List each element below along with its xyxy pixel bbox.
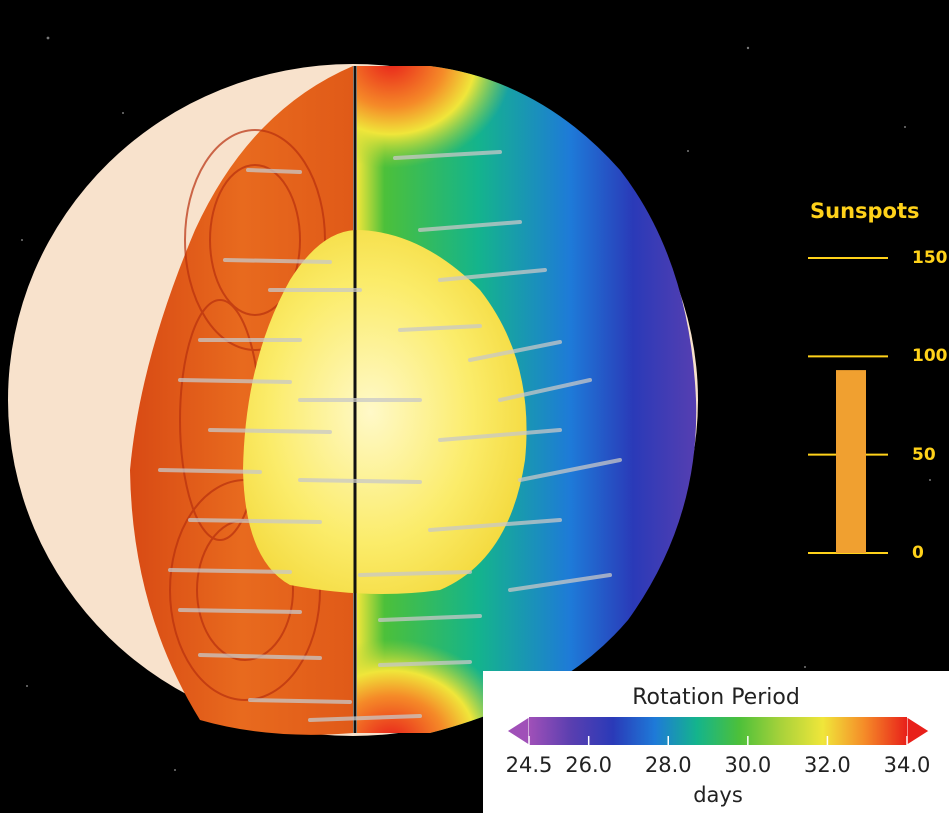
colorbar-tick-label: 28.0: [644, 753, 692, 777]
colorbar-unit-label: days: [693, 783, 743, 807]
colorbar-gradient: [529, 717, 907, 745]
rotation-colorbar-panel: Rotation Period 24.5 26.0 28.0 30.0 32.0 34.0…: [483, 671, 949, 813]
colorbar-tick-label: 32.0: [804, 753, 851, 777]
flow-streaks: [158, 150, 622, 722]
colorbar-tick-label: 30.0: [724, 753, 772, 777]
radiative-core: [243, 230, 527, 594]
sunspots-title: Sunspots: [810, 199, 920, 223]
starfield: [21, 36, 931, 771]
colorbar: [506, 716, 930, 746]
sunspot-tick-label: 50: [912, 444, 936, 465]
sunspot-tick-label: 150: [912, 248, 948, 268]
colorbar-tick-label: 34.0: [883, 753, 931, 777]
colorbar-max-arrow: [906, 716, 930, 746]
sunspot-tick-label: 0: [912, 543, 924, 563]
colorbar-tick-label: 24.5: [505, 753, 553, 777]
colorbar-tick-label: 26.0: [565, 753, 613, 777]
colorbar-title: Rotation Period: [632, 685, 800, 710]
colorbar-min-arrow: [506, 716, 530, 746]
sunspot-tick-label: 100: [912, 346, 948, 367]
